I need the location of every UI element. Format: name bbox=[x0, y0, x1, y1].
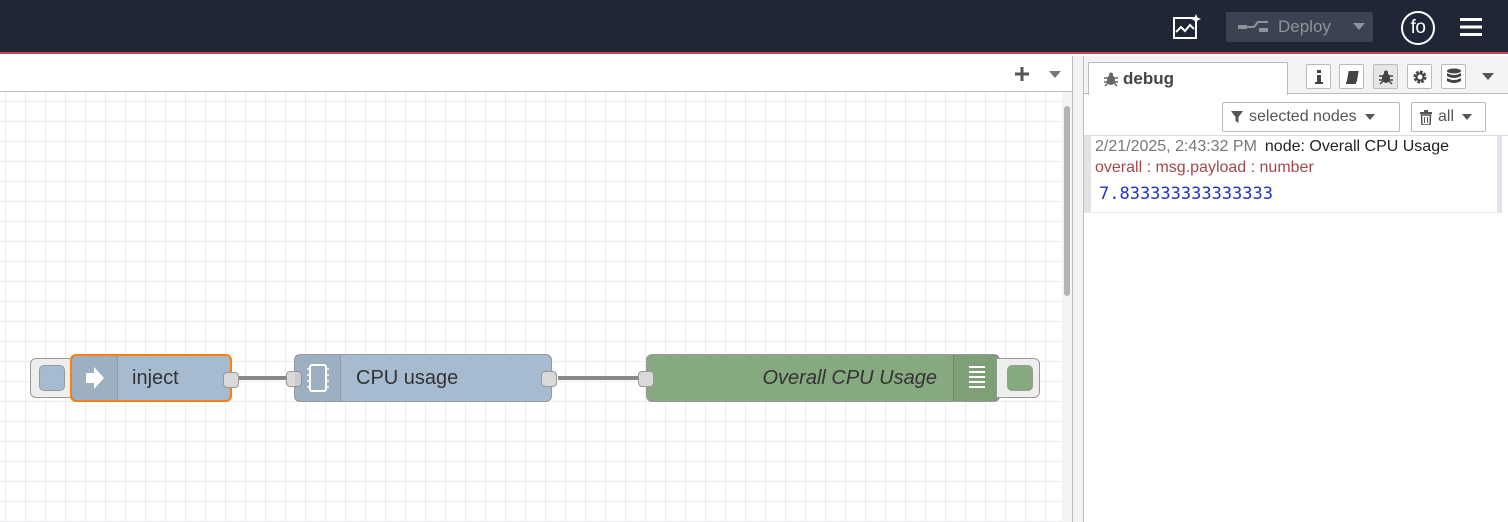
database-icon bbox=[1446, 68, 1461, 83]
debug-toolbar: selected nodes all bbox=[1084, 94, 1508, 136]
help-tab-button[interactable] bbox=[1339, 64, 1364, 89]
tab-debug[interactable]: debug bbox=[1088, 62, 1288, 95]
wires bbox=[238, 376, 646, 380]
chevron-down-icon[interactable] bbox=[1482, 73, 1494, 81]
debug-message-value[interactable]: 7.833333333333333 bbox=[1099, 184, 1273, 204]
deploy-button[interactable]: Deploy bbox=[1226, 12, 1373, 42]
context-tab-button[interactable] bbox=[1441, 64, 1466, 89]
cpu-output-port[interactable] bbox=[541, 371, 557, 387]
info-tab-button[interactable] bbox=[1306, 64, 1331, 89]
header-bar: Deploy fo bbox=[0, 0, 1508, 54]
inject-trigger-inner bbox=[39, 365, 65, 391]
inject-node[interactable]: inject bbox=[70, 354, 239, 402]
sidebar: debug bbox=[1084, 56, 1508, 522]
debug-icon-area bbox=[953, 355, 999, 401]
debug-message[interactable]: 2/21/2025, 2:43:32 PM node: Overall CPU U… bbox=[1084, 136, 1502, 213]
debug-message-node[interactable]: node: Overall CPU Usage bbox=[1264, 138, 1449, 155]
chevron-down-icon[interactable] bbox=[1353, 23, 1365, 31]
inject-node-label: inject bbox=[132, 366, 179, 389]
config-tab-button[interactable] bbox=[1407, 64, 1432, 89]
inject-output-port[interactable] bbox=[223, 372, 239, 388]
inject-arrow-icon bbox=[85, 367, 104, 389]
cpu-icon-area bbox=[295, 355, 341, 401]
debug-filter-button[interactable]: selected nodes bbox=[1222, 102, 1400, 132]
dashboard-icon[interactable] bbox=[1172, 12, 1202, 42]
canvas-scroll-thumb[interactable] bbox=[1064, 106, 1070, 296]
canvas-scrollbar[interactable] bbox=[1062, 92, 1072, 522]
debug-message-timestamp: 2/21/2025, 2:43:32 PM bbox=[1095, 138, 1257, 155]
sidebar-separator[interactable] bbox=[1072, 56, 1084, 522]
info-icon bbox=[1314, 69, 1323, 84]
debug-message-meta: 2/21/2025, 2:43:32 PM node: Overall CPU U… bbox=[1095, 138, 1449, 156]
cpu-chip-icon bbox=[306, 364, 329, 392]
debug-tab-button[interactable] bbox=[1373, 64, 1398, 89]
debug-filter-label: selected nodes bbox=[1249, 108, 1357, 125]
deploy-label: Deploy bbox=[1278, 17, 1331, 36]
workspace-tab-bar bbox=[0, 56, 1072, 92]
chevron-down-icon bbox=[1364, 113, 1375, 120]
book-icon bbox=[1345, 70, 1359, 84]
gear-icon bbox=[1413, 70, 1426, 83]
filter-icon bbox=[1231, 111, 1243, 123]
bug-icon bbox=[1378, 70, 1393, 85]
chevron-down-icon[interactable] bbox=[1049, 71, 1061, 79]
sidebar-tab-bar: debug bbox=[1084, 56, 1508, 95]
bug-icon bbox=[1104, 72, 1118, 87]
list-icon bbox=[968, 366, 985, 388]
chevron-down-icon bbox=[1462, 113, 1473, 120]
debug-message-topic: overall : msg.payload : number bbox=[1095, 159, 1314, 176]
debug-clear-label: all bbox=[1438, 108, 1455, 125]
debug-input-port[interactable] bbox=[638, 371, 654, 387]
cpu-usage-node[interactable]: CPU usage bbox=[286, 354, 557, 402]
debug-clear-button[interactable]: all bbox=[1411, 102, 1486, 132]
cpu-input-port[interactable] bbox=[286, 371, 302, 387]
trash-icon bbox=[1420, 109, 1432, 125]
tab-debug-label: debug bbox=[1123, 69, 1174, 88]
debug-toggle-inner bbox=[1007, 365, 1033, 391]
add-icon[interactable] bbox=[1014, 66, 1030, 82]
deploy-icon bbox=[1238, 21, 1268, 32]
flow-canvas[interactable]: inject CPU usage Overall CPU Usage bbox=[0, 92, 1062, 522]
debug-node-label: Overall CPU Usage bbox=[762, 366, 937, 389]
inject-trigger-button[interactable] bbox=[30, 358, 74, 398]
cpu-node-label: CPU usage bbox=[356, 366, 459, 389]
menu-icon[interactable] bbox=[1460, 17, 1482, 37]
user-avatar[interactable]: fo bbox=[1401, 11, 1435, 45]
inject-icon-area bbox=[72, 356, 118, 400]
user-initials: fo bbox=[1410, 17, 1426, 38]
debug-node[interactable]: Overall CPU Usage bbox=[638, 354, 1000, 402]
debug-toggle-button[interactable] bbox=[996, 358, 1040, 398]
